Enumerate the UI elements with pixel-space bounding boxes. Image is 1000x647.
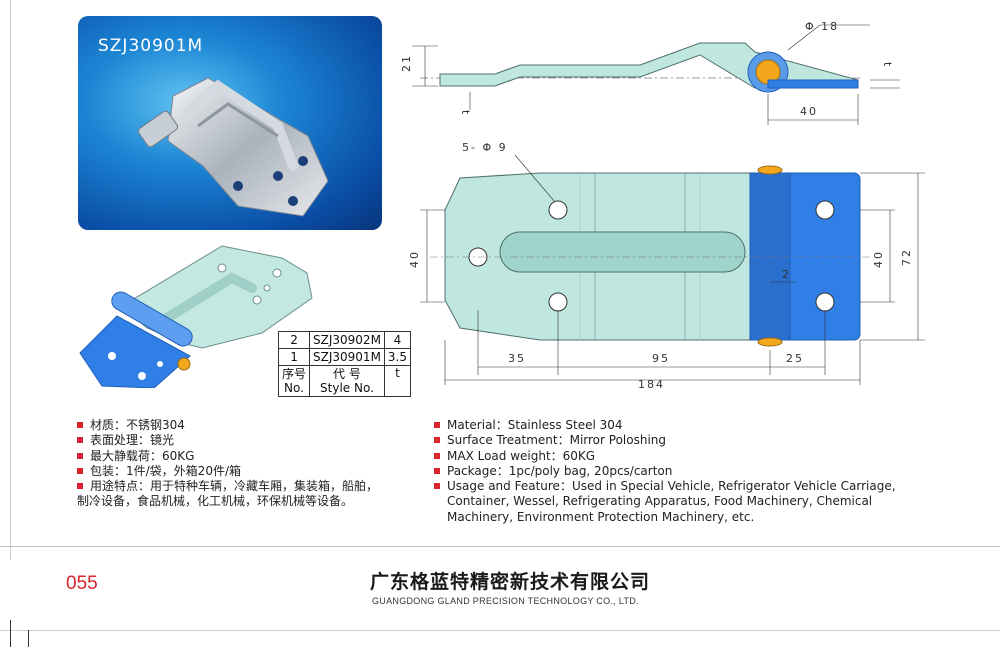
bullet-icon	[77, 422, 83, 428]
feature-text: 表面处理：镜光	[90, 433, 175, 448]
feature-text: Container, Wessel, Refrigerating Apparat…	[447, 494, 873, 509]
dim-pin-diameter: Φ 18	[805, 20, 839, 33]
dim-width-72: 72	[900, 248, 913, 266]
list-item: Material：Stainless Steel 304	[434, 418, 914, 433]
row-style: SZJ30901M	[309, 348, 385, 366]
photo-model-title: SZJ30901M	[98, 36, 204, 56]
table-row: 2 SZJ30902M 4	[277, 331, 412, 349]
footer-divider	[0, 546, 1000, 547]
list-item-continuation: Machinery, Environment Protection Machin…	[434, 510, 914, 525]
bullet-icon	[434, 422, 440, 428]
company-name-cn: 广东格蓝特精密新技术有限公司	[370, 571, 651, 593]
list-item: 包装：1件/袋，外箱20件/箱	[77, 464, 417, 479]
feature-text: 最大静载荷：60KG	[90, 448, 195, 463]
row-thickness: 3.5	[383, 348, 412, 366]
list-item: Package：1pc/poly bag, 20pcs/carton	[434, 464, 914, 479]
side-view	[412, 24, 900, 125]
dim-95: 95	[652, 352, 670, 365]
list-item-continuation: 制冷设备，食品机械，化工机械，环保机械等设备。	[77, 494, 417, 509]
bullet-icon	[434, 452, 440, 459]
left-margin-line	[10, 0, 11, 560]
features-chinese: 材质：不锈钢304 表面处理：镜光 最大静载荷：60KG 包装：1件/袋，外箱2…	[77, 418, 417, 510]
hinge-photo-illustration	[138, 77, 329, 217]
feature-text: Package：1pc/poly bag, 20pcs/carton	[447, 463, 673, 478]
header-style: 代 号 Style No.	[309, 365, 385, 397]
dim-35: 35	[508, 352, 526, 365]
row-no: 2	[277, 331, 311, 349]
top-view	[420, 154, 925, 385]
list-item: 最大静载荷：60KG	[77, 449, 417, 464]
page-number: 055	[66, 573, 98, 594]
feature-text: 制冷设备，食品机械，化工机械，环保机械等设备。	[77, 494, 354, 509]
dim-thickness-side: t	[881, 62, 894, 68]
bullet-icon	[77, 483, 83, 490]
dim-hole-spacing-right: 40	[872, 250, 885, 268]
model-table: 2 SZJ30902M 4 1 SZJ30901M 3.5 序号 No. 代 号…	[277, 331, 412, 397]
list-item: Surface Treatment：Mirror Poloshing	[434, 433, 914, 448]
header-thickness: t	[383, 365, 412, 397]
table-row: 1 SZJ30901M 3.5	[277, 348, 412, 366]
feature-text: 包装：1件/袋，外箱20件/箱	[90, 463, 241, 478]
feature-text: Surface Treatment：Mirror Poloshing	[447, 433, 667, 448]
company-name-en: GUANGDONG GLAND PRECISION TECHNOLOGY CO.…	[372, 596, 639, 606]
feature-text: 用途特点：用于特种车辆，冷藏车厢，集装箱，船舶，	[90, 479, 379, 494]
features-english: Material：Stainless Steel 304 Surface Tre…	[434, 418, 914, 525]
dim-184: 184	[638, 378, 665, 391]
bullet-icon	[434, 483, 440, 490]
crop-mark	[10, 620, 11, 647]
dim-25: 25	[786, 352, 804, 365]
header-style-cn: 代 号	[333, 367, 361, 381]
feature-text: MAX Load weight：60KG	[447, 448, 596, 463]
dim-thickness-top: t	[459, 110, 472, 116]
row-style: SZJ30902M	[309, 331, 385, 349]
row-thickness: 4	[383, 331, 412, 349]
bullet-icon	[434, 437, 440, 444]
table-header-row: 序号 No. 代 号 Style No. t	[277, 365, 412, 397]
bullet-icon	[77, 467, 83, 474]
feature-text: Material：Stainless Steel 304	[447, 418, 623, 432]
list-item: Usage and Feature：Used in Special Vehicl…	[434, 479, 914, 494]
row-no: 1	[277, 348, 311, 366]
bullet-icon	[434, 467, 440, 474]
list-item: 材质：不锈钢304	[77, 418, 417, 433]
product-photo: SZJ30901M	[78, 16, 382, 230]
list-item: 用途特点：用于特种车辆，冷藏车厢，集装箱，船舶，	[77, 479, 417, 494]
header-no-cn: 序号	[282, 367, 307, 381]
bullet-icon	[77, 452, 83, 459]
feature-text: Usage and Feature：Used in Special Vehicl…	[447, 479, 896, 494]
dim-hole-spacing-left: 40	[408, 250, 421, 268]
list-item: 表面处理：镜光	[77, 433, 417, 448]
list-item: MAX Load weight：60KG	[434, 449, 914, 464]
list-item-continuation: Container, Wessel, Refrigerating Apparat…	[434, 494, 914, 509]
feature-text: Machinery, Environment Protection Machin…	[447, 509, 755, 524]
feature-text: 材质：不锈钢304	[90, 418, 185, 432]
crop-mark	[28, 630, 29, 647]
bullet-icon	[77, 437, 83, 444]
dim-gap-2: 2	[782, 268, 791, 281]
header-style-en: Style No.	[320, 381, 374, 395]
isometric-hinge-drawing	[79, 245, 313, 388]
header-no: 序号 No.	[277, 365, 311, 397]
dim-side-40: 40	[800, 105, 818, 118]
bottom-edge-line	[0, 630, 1000, 631]
technical-drawing: 21 Φ 18 t t 40	[400, 20, 925, 391]
header-no-en: No.	[284, 381, 304, 395]
dim-holes: 5- Φ 9	[462, 141, 508, 154]
dim-height-21: 21	[400, 54, 413, 72]
